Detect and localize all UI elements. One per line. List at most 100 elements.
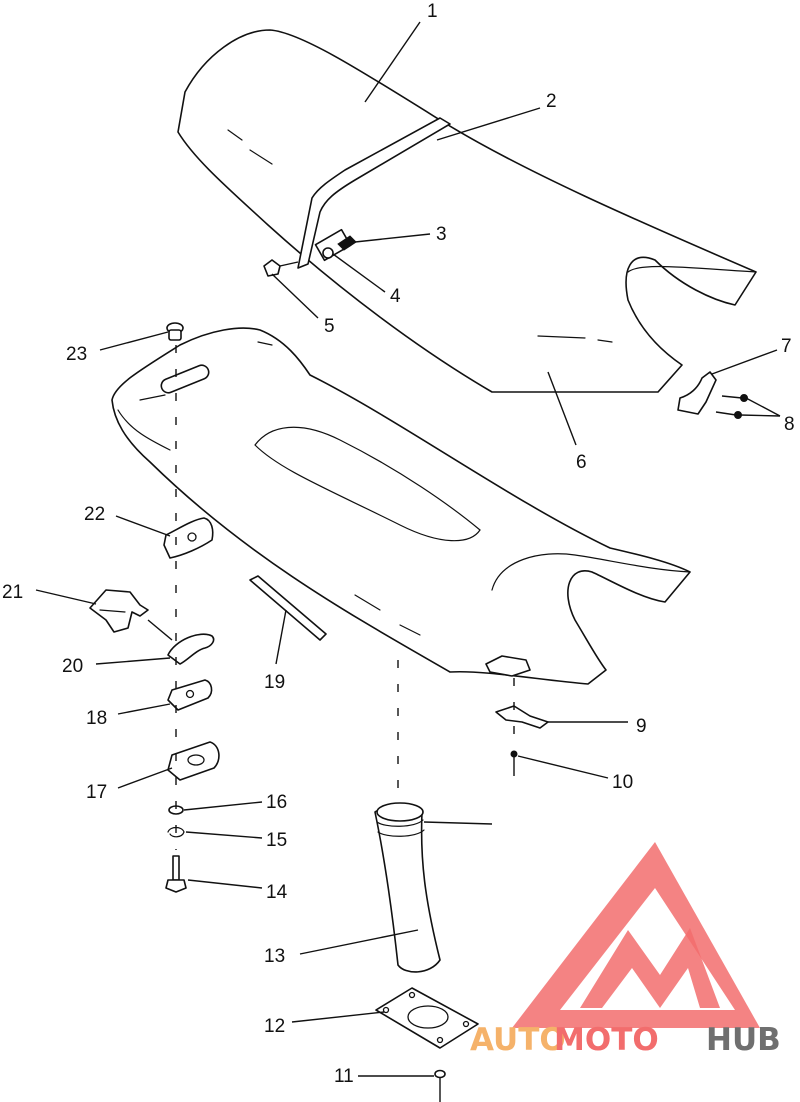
callout-11: 11 (334, 1066, 354, 1087)
seat-pan-mark-c (354, 594, 381, 611)
duct-tube (374, 806, 441, 973)
callout-6: 6 (576, 452, 587, 473)
callout-15: 15 (266, 830, 287, 851)
duct-ridge-b (377, 829, 425, 837)
callout-16: 16 (266, 792, 287, 813)
watermark-text-auto: AUTO (470, 1022, 566, 1058)
callout-8: 8 (784, 414, 795, 435)
seat-pan-mark-b (257, 341, 273, 346)
clip-part-15 (167, 826, 185, 838)
leader-22 (115, 515, 171, 537)
leader-1 (364, 21, 421, 103)
callout-3: 3 (436, 224, 447, 245)
strap-fasteners (263, 228, 357, 277)
seat-cutout-edge (627, 265, 757, 273)
watermark-logo (512, 842, 760, 1028)
callout-20: 20 (62, 656, 83, 677)
push-rivet-part-23 (166, 322, 184, 341)
leader-8-upper (745, 397, 781, 417)
plate-18-hole (185, 689, 195, 699)
callout-9: 9 (636, 716, 647, 737)
seat-pan-recess (254, 426, 481, 542)
seat-pan-front-edge (117, 409, 171, 451)
screw-upper-shank (721, 395, 743, 399)
callout-14: 14 (266, 882, 288, 903)
leader-13-top (423, 821, 493, 825)
leader-17 (117, 767, 173, 789)
leader-13 (299, 929, 419, 955)
base-plate-17-hole (187, 754, 205, 766)
latch-plate-edge (99, 609, 126, 613)
callout-12: 12 (264, 1016, 285, 1037)
bolt-part-14-head (165, 879, 187, 893)
callout-13: 13 (264, 946, 285, 967)
seat-assembly (177, 29, 757, 393)
leader-6 (547, 371, 577, 446)
rear-clip-part-7 (677, 371, 717, 415)
callout-21: 21 (2, 582, 23, 603)
leader-4 (332, 253, 386, 293)
seat-texture-mark-a (227, 129, 243, 141)
latch-stack (89, 517, 220, 893)
leader-3 (354, 233, 431, 243)
seat-texture-mark-c (537, 335, 586, 339)
rear-clip-assembly (677, 371, 748, 419)
seat-pan-slot (160, 364, 210, 394)
seat-pan-mark-a (139, 394, 166, 401)
leader-21 (35, 589, 97, 605)
leader-21-b (147, 619, 173, 641)
leader-8-lower (739, 414, 781, 417)
gasket-part-12 (375, 987, 479, 1049)
watermark-text-moto: MOTO (554, 1022, 659, 1058)
leader-19 (275, 609, 287, 665)
gasket-corner-hole-d (436, 1036, 444, 1044)
gasket-corner-hole-a (382, 1006, 390, 1014)
leader-lines (35, 21, 781, 1077)
duct-ridge-a (376, 819, 424, 827)
bolt-part-14-shank (172, 855, 180, 881)
screw-11-head (434, 1069, 446, 1079)
leader-12 (291, 1011, 385, 1023)
gasket-corner-hole-b (408, 991, 416, 999)
callout-23: 23 (66, 344, 87, 365)
callout-18: 18 (86, 708, 107, 729)
leader-20 (95, 657, 171, 665)
seat-pan-rear-cutout (491, 553, 691, 591)
leader-10 (517, 755, 609, 779)
seat-pan-bracket-mount (485, 655, 531, 677)
seat-strap (297, 117, 451, 269)
seat-texture-mark-d (597, 339, 613, 343)
callout-labels: 1 2 3 4 5 6 7 8 9 10 11 12 13 14 15 16 1… (2, 1, 795, 1087)
bracket-part-9 (495, 705, 549, 729)
leader-18 (117, 703, 171, 715)
watermark-m-shape (580, 928, 720, 1008)
duct-top-opening (376, 802, 424, 822)
rear-bracket-assembly (495, 705, 549, 776)
seat-texture-mark-b (249, 149, 273, 165)
callout-22: 22 (84, 504, 105, 525)
seat-pan-body (111, 327, 691, 685)
callout-17: 17 (86, 782, 107, 803)
seat-pan-mark-d (399, 624, 421, 636)
seat-body (177, 29, 757, 393)
callout-1: 1 (427, 1, 438, 22)
screw-lower-shank (715, 411, 737, 416)
leader-23 (99, 331, 169, 351)
leader-5 (271, 273, 319, 319)
nut-part-5 (263, 259, 281, 277)
callout-2: 2 (546, 91, 557, 112)
hook-part-20 (167, 633, 215, 665)
callout-7: 7 (781, 336, 792, 357)
gasket-corner-hole-c (462, 1020, 470, 1028)
callout-10: 10 (612, 772, 633, 793)
leader-15 (185, 831, 263, 839)
watermark-text-hub: HUB (706, 1022, 781, 1058)
air-duct-part-13 (374, 802, 441, 973)
seat-pan (111, 327, 691, 685)
leader-2 (436, 107, 541, 141)
rivet-body (168, 329, 182, 341)
washer-part-4 (322, 247, 334, 259)
callout-4: 4 (390, 286, 401, 307)
